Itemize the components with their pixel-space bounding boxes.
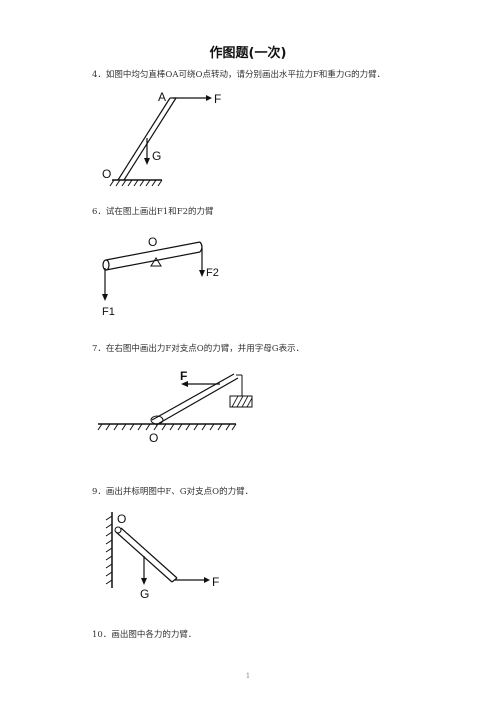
question-4-text: 4．如图中均匀直棒OA可绕O点转动，请分别画出水平拉力F和重力G的力臂． <box>92 70 386 80</box>
bar-edge-1 <box>105 241 201 261</box>
figure-wall-lever: O G F <box>105 512 219 601</box>
figure-lever-oa: A F G O <box>102 90 221 187</box>
pivot-circle <box>114 526 122 534</box>
fulcrum-triangle <box>150 257 162 267</box>
rod-edge-1 <box>151 373 235 421</box>
ground-hatch <box>97 423 237 431</box>
bar-edge-2 <box>105 251 201 271</box>
hanging-weight <box>229 395 253 408</box>
page-number: 1 <box>245 672 251 680</box>
label-f1: F1 <box>102 306 115 318</box>
label-g: G <box>152 149 161 163</box>
question-7-text: 7．在右图中画出力F对支点O的力臂，并用字母G表示． <box>92 344 305 354</box>
question-9-text: 9．画出并标明图中F、G对支点O的力臂． <box>92 487 254 497</box>
rod-edge-2 <box>123 97 177 181</box>
ground-hatch <box>109 179 163 187</box>
rod-edge-1 <box>117 97 171 181</box>
label-o: O <box>117 512 126 526</box>
label-g: G <box>140 587 149 601</box>
wall-hatch <box>105 515 113 585</box>
label-o: O <box>149 431 158 445</box>
label-f2: F2 <box>206 267 219 279</box>
label-f: F <box>214 92 221 106</box>
label-f: F <box>180 369 187 383</box>
rod-edge-2 <box>120 527 178 579</box>
label-f: F <box>212 575 219 589</box>
question-10-text: 10．画出图中各力的力臂． <box>92 630 197 640</box>
label-o: O <box>148 235 157 249</box>
label-a: A <box>158 90 166 104</box>
page-title: 作图题(一次) <box>209 46 287 61</box>
question-6-text: 6．试在图上画出F1和F2的力臂 <box>92 207 214 217</box>
label-o: O <box>102 167 111 181</box>
figure-balance-lever: O F2 F1 <box>102 235 219 318</box>
rod-edge-2 <box>155 377 239 426</box>
figure-inclined-lever: F O <box>97 369 253 445</box>
